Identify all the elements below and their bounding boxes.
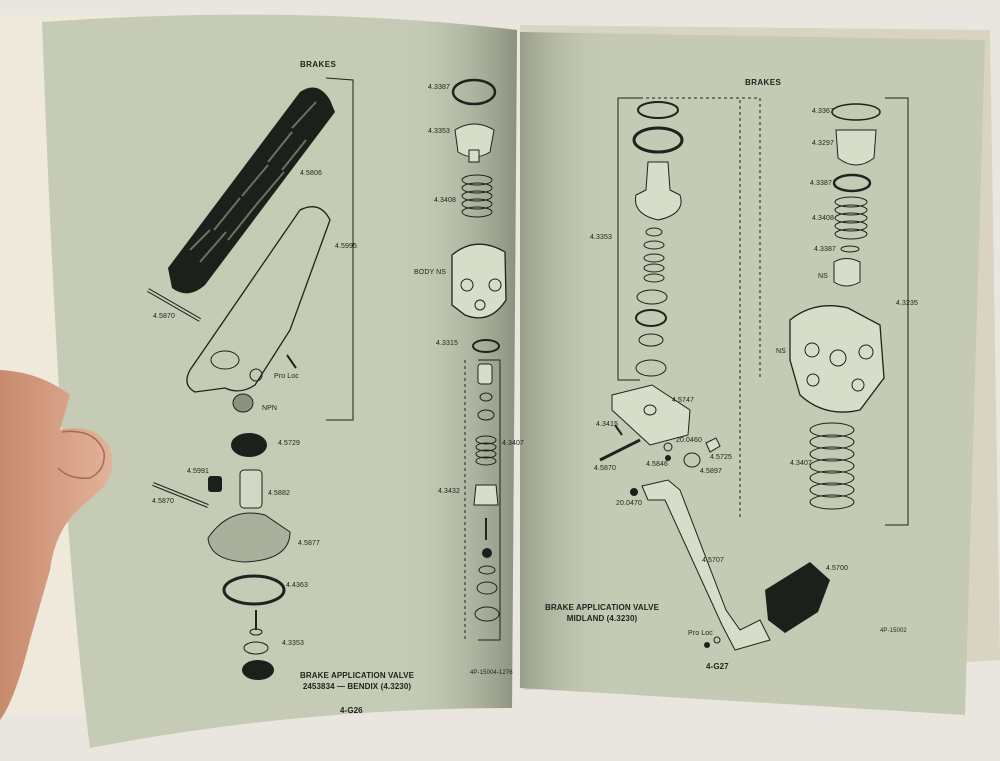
label-4-3297: 4.3297	[812, 140, 835, 147]
label-4-5870-top: 4.5870	[153, 313, 176, 320]
midland-plunger-drawing	[634, 161, 682, 221]
label-4-5747: 4.5747	[672, 397, 695, 404]
label-4-5882: 4.5882	[268, 490, 291, 497]
label-r-4-3407: 4.3407	[790, 460, 813, 467]
left-figure-caption: BRAKE APPLICATION VALVE 2453834 — BENDIX…	[300, 670, 414, 692]
label-4-5870-mid: 4.5870	[152, 498, 175, 505]
label-4-3353-top: 4.3353	[428, 128, 451, 135]
label-4-5877: 4.5877	[298, 540, 321, 547]
label-r-4-3387-a: 4.3387	[810, 180, 833, 187]
label-20-0470: 20.0470	[616, 500, 643, 507]
label-4-5897: 4.5897	[700, 468, 723, 475]
right-page-heading: BRAKES	[745, 78, 782, 87]
label-r-4-3353: 4.3353	[590, 234, 613, 241]
label-pro-loc-left: Pro Loc	[274, 373, 299, 380]
label-4-5729: 4.5729	[278, 440, 301, 447]
left-caption-line2: 2453834 — BENDIX (4.3230)	[302, 682, 412, 691]
label-20-0460: 20.0460	[676, 437, 703, 444]
left-doc-code: 4P-15004-1276	[470, 670, 513, 676]
left-page-heading: BRAKES	[300, 60, 337, 69]
label-r-4-3408: 4.3408	[812, 215, 835, 222]
label-4-3415: 4.3415	[596, 421, 619, 428]
right-page-number: 4-G27	[706, 662, 729, 671]
midland-pedal-pad-drawing	[765, 562, 830, 633]
label-npn: NPN	[262, 405, 278, 412]
label-pro-loc-right: Pro Loc	[688, 630, 713, 637]
right-figure-caption: BRAKE APPLICATION VALVE MIDLAND (4.3230)	[545, 602, 659, 624]
label-4-3235: 4.3235	[896, 300, 919, 307]
label-4-5806: 4.5806	[300, 170, 323, 177]
label-4-3407: 4.3407	[502, 440, 525, 447]
midland-pedal-lever-drawing	[641, 479, 771, 651]
midland-body-ns-drawing	[789, 305, 885, 413]
pedal-arm-drawing	[186, 206, 331, 393]
label-4-5707: 4.5707	[702, 557, 725, 564]
hand-holding-book	[0, 370, 113, 720]
left-page-number: 4-G26	[340, 706, 363, 715]
right-doc-code: 4P-15002	[880, 628, 907, 634]
label-4-5991: 4.5991	[187, 468, 210, 475]
label-4-3387: 4.3387	[428, 84, 451, 91]
right-caption-line2: MIDLAND (4.3230)	[566, 614, 638, 623]
pedal-pad-drawing	[168, 87, 335, 294]
label-ns-small: NS	[818, 273, 828, 280]
body-ns-drawing	[451, 243, 507, 319]
label-4-5995: 4.5995	[335, 243, 358, 250]
right-caption-line1: BRAKE APPLICATION VALVE	[545, 603, 660, 612]
label-ns-body: NS	[776, 348, 786, 355]
label-4-5700: 4.5700	[826, 565, 849, 572]
label-4-5725: 4.5725	[710, 454, 733, 461]
left-caption-line1: BRAKE APPLICATION VALVE	[300, 671, 415, 680]
label-4-4363: 4.4363	[286, 582, 309, 589]
label-body-ns: BODY NS	[414, 269, 447, 276]
label-r-4-5870: 4.5870	[594, 465, 617, 472]
label-4-3432: 4.3432	[438, 488, 461, 495]
label-r-4-3387-b: 4.3387	[814, 246, 837, 253]
label-4-3367: 4.3367	[812, 108, 835, 115]
label-4-3315: 4.3315	[436, 340, 459, 347]
label-4-3408: 4.3408	[434, 197, 457, 204]
label-4-5846: 4.5846	[646, 461, 669, 468]
label-4-3353-bottom: 4.3353	[282, 640, 305, 647]
